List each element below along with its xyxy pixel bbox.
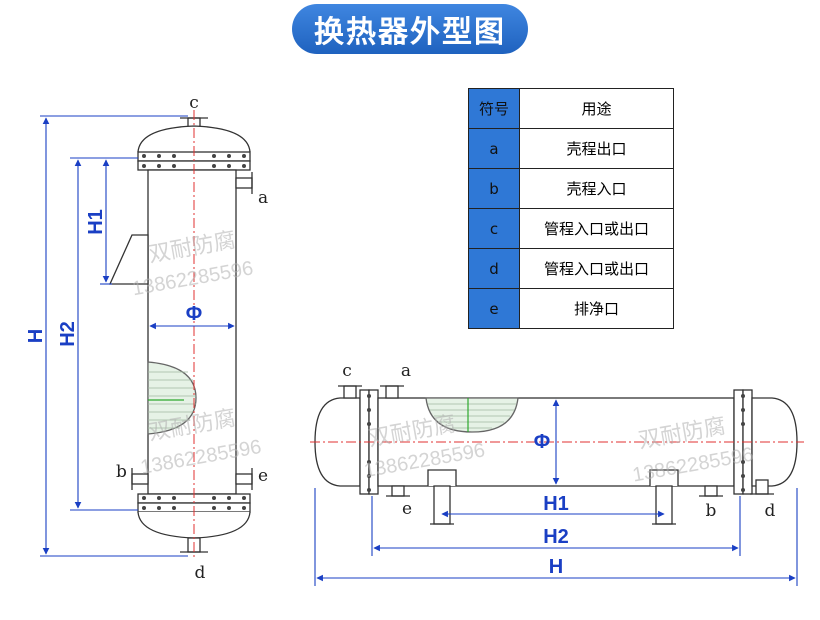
legend-row: e 排净口 bbox=[468, 288, 674, 329]
v-nozzle-c-label: c bbox=[189, 93, 199, 113]
h-dim-phi-label: Φ bbox=[534, 431, 550, 453]
nozzle-legend-table: 符号 用途 a 壳程出口 b 壳程入口 c 管程入口或出口 d 管程入口或出口 … bbox=[468, 88, 674, 329]
v-dim-H-label: H bbox=[25, 329, 47, 343]
v-nozzle-b-label: b bbox=[116, 462, 127, 482]
h-nozzle-d-label: d bbox=[765, 501, 776, 521]
legend-row: b 壳程入口 bbox=[468, 168, 674, 209]
legend-symbol: b bbox=[468, 168, 520, 209]
legend-header-row: 符号 用途 bbox=[468, 88, 674, 129]
page-title: 换热器外型图 bbox=[292, 4, 528, 54]
legend-purpose: 排净口 bbox=[519, 288, 674, 329]
legend-symbol: a bbox=[468, 128, 520, 169]
v-dim-phi-label: Φ bbox=[186, 303, 202, 325]
v-dim-H2-label: H2 bbox=[57, 321, 79, 347]
legend-row: c 管程入口或出口 bbox=[468, 208, 674, 249]
legend-purpose: 管程入口或出口 bbox=[519, 208, 674, 249]
h-dim-H2-label: H2 bbox=[543, 526, 569, 548]
v-nozzle-e-label: e bbox=[258, 466, 268, 486]
legend-symbol: c bbox=[468, 208, 520, 249]
v-nozzle-a-label: a bbox=[258, 188, 268, 208]
legend-row: a 壳程出口 bbox=[468, 128, 674, 169]
legend-purpose: 壳程出口 bbox=[519, 128, 674, 169]
h-nozzle-a-label: a bbox=[401, 361, 411, 381]
v-nozzle-d-label: d bbox=[195, 563, 206, 583]
legend-purpose: 管程入口或出口 bbox=[519, 248, 674, 289]
h-dim-H1-label: H1 bbox=[543, 493, 569, 515]
v-dim-H1-label: H1 bbox=[85, 209, 107, 235]
horizontal-dimensions bbox=[314, 399, 798, 586]
legend-symbol: e bbox=[468, 288, 520, 329]
vertical-dimensions bbox=[40, 115, 235, 557]
h-nozzle-b-label: b bbox=[706, 501, 717, 521]
legend-purpose: 壳程入口 bbox=[519, 168, 674, 209]
h-dim-H-label: H bbox=[549, 556, 563, 578]
legend-row: d 管程入口或出口 bbox=[468, 248, 674, 289]
h-nozzle-e-label: e bbox=[402, 499, 412, 519]
h-nozzle-c-label: c bbox=[342, 361, 352, 381]
vertical-exchanger bbox=[108, 110, 253, 560]
legend-header-symbol: 符号 bbox=[468, 88, 520, 129]
legend-symbol: d bbox=[468, 248, 520, 289]
legend-header-purpose: 用途 bbox=[519, 88, 674, 129]
